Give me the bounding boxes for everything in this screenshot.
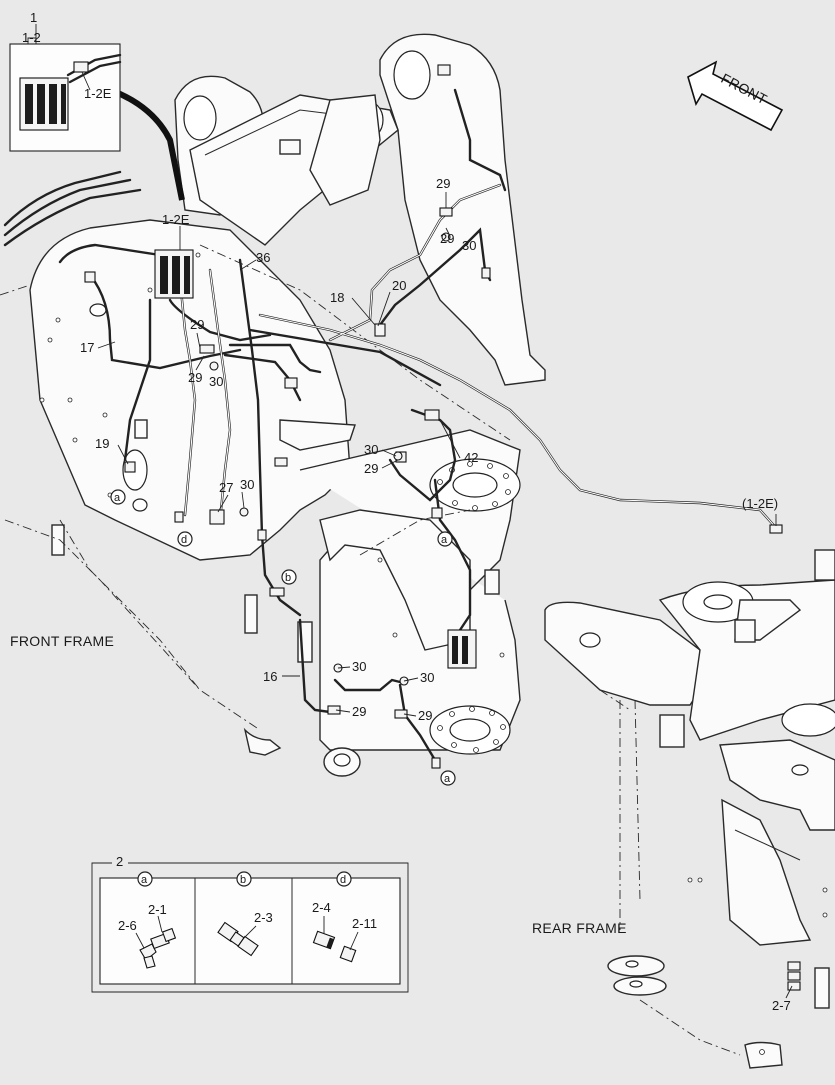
front-direction-arrow: FRONT xyxy=(687,60,784,132)
bolt-circle-upper xyxy=(437,461,511,511)
callout-1-2e-inset: 1-2E xyxy=(84,86,112,101)
box-mark-d: d xyxy=(340,874,346,886)
front-frame-label: FRONT FRAME xyxy=(10,633,114,649)
part-2-1-2-6-fittings xyxy=(139,927,177,969)
callout-30-e: 30 xyxy=(240,477,254,492)
front-frame-structure xyxy=(0,33,546,777)
callout-29-f: 29 xyxy=(364,461,378,476)
callout-30-g: 30 xyxy=(352,659,366,674)
callout-2-1: 2-1 xyxy=(148,902,167,917)
leader-lines xyxy=(27,24,777,717)
ref-mark-a-3: a xyxy=(444,773,451,785)
pipe-fittings xyxy=(84,64,783,769)
callout-30-d: 30 xyxy=(209,374,223,389)
callout-assembly-1: 1 xyxy=(30,10,37,25)
ref-mark-a-2: a xyxy=(441,534,448,546)
inset-1-2 xyxy=(9,43,122,152)
callout-18: 18 xyxy=(330,290,344,305)
callout-29-d: 29 xyxy=(188,370,202,385)
callout-29-b: 29 xyxy=(440,231,454,246)
callout-36: 36 xyxy=(256,250,270,265)
callout-2-3: 2-3 xyxy=(254,910,273,925)
rear-frame-structure xyxy=(544,549,835,1069)
callout-29-g: 29 xyxy=(352,704,366,719)
callout-30-h: 30 xyxy=(420,670,434,685)
ref-mark-a-1: a xyxy=(114,492,121,504)
callout-2-6: 2-6 xyxy=(118,918,137,933)
rear-fittings-2-7 xyxy=(787,961,801,991)
callout-2-4: 2-4 xyxy=(312,900,331,915)
callout-29-top: 29 xyxy=(436,176,450,191)
valve-block-front xyxy=(154,249,194,299)
ref-mark-d-1: d xyxy=(181,534,187,546)
callout-29-h: 29 xyxy=(418,708,432,723)
callout-27: 27 xyxy=(219,480,233,495)
callout-2-11: 2-11 xyxy=(352,916,377,931)
callout-17: 17 xyxy=(80,340,94,355)
box-mark-a: a xyxy=(141,874,148,886)
callout-30-f: 30 xyxy=(364,442,378,457)
callout-30-b: 30 xyxy=(462,238,476,253)
callout-42: 42 xyxy=(464,450,478,465)
callout-19: 19 xyxy=(95,436,109,451)
callout-labels: 1 1-2 1-2E 1-2E 36 29 29 30 18 20 17 29 … xyxy=(22,10,793,1013)
callout-29-c: 29 xyxy=(190,317,204,332)
part-2-4-2-11-fittings xyxy=(312,930,357,963)
detail-box-2: 2 a b d 2-1 2-6 2-3 xyxy=(91,854,409,993)
callout-group-2: 2 xyxy=(116,854,123,869)
callout-1-2e-ref: (1-2E) xyxy=(742,496,778,511)
valve-block-rear xyxy=(447,629,477,669)
pipe-highlights xyxy=(179,184,779,531)
part-2-3-fitting xyxy=(217,921,259,957)
callout-1-2e-frame: 1-2E xyxy=(162,212,190,227)
callout-1-2: 1-2 xyxy=(22,30,41,45)
reference-marks: a d b a a xyxy=(110,489,456,786)
ref-mark-b-1: b xyxy=(285,572,291,584)
callout-16: 16 xyxy=(263,669,277,684)
callout-2-7: 2-7 xyxy=(772,998,791,1013)
callout-20: 20 xyxy=(392,278,406,293)
rear-frame-label: REAR FRAME xyxy=(532,920,627,936)
bolt-circle-lower xyxy=(437,706,506,753)
box-mark-b: b xyxy=(240,874,246,886)
